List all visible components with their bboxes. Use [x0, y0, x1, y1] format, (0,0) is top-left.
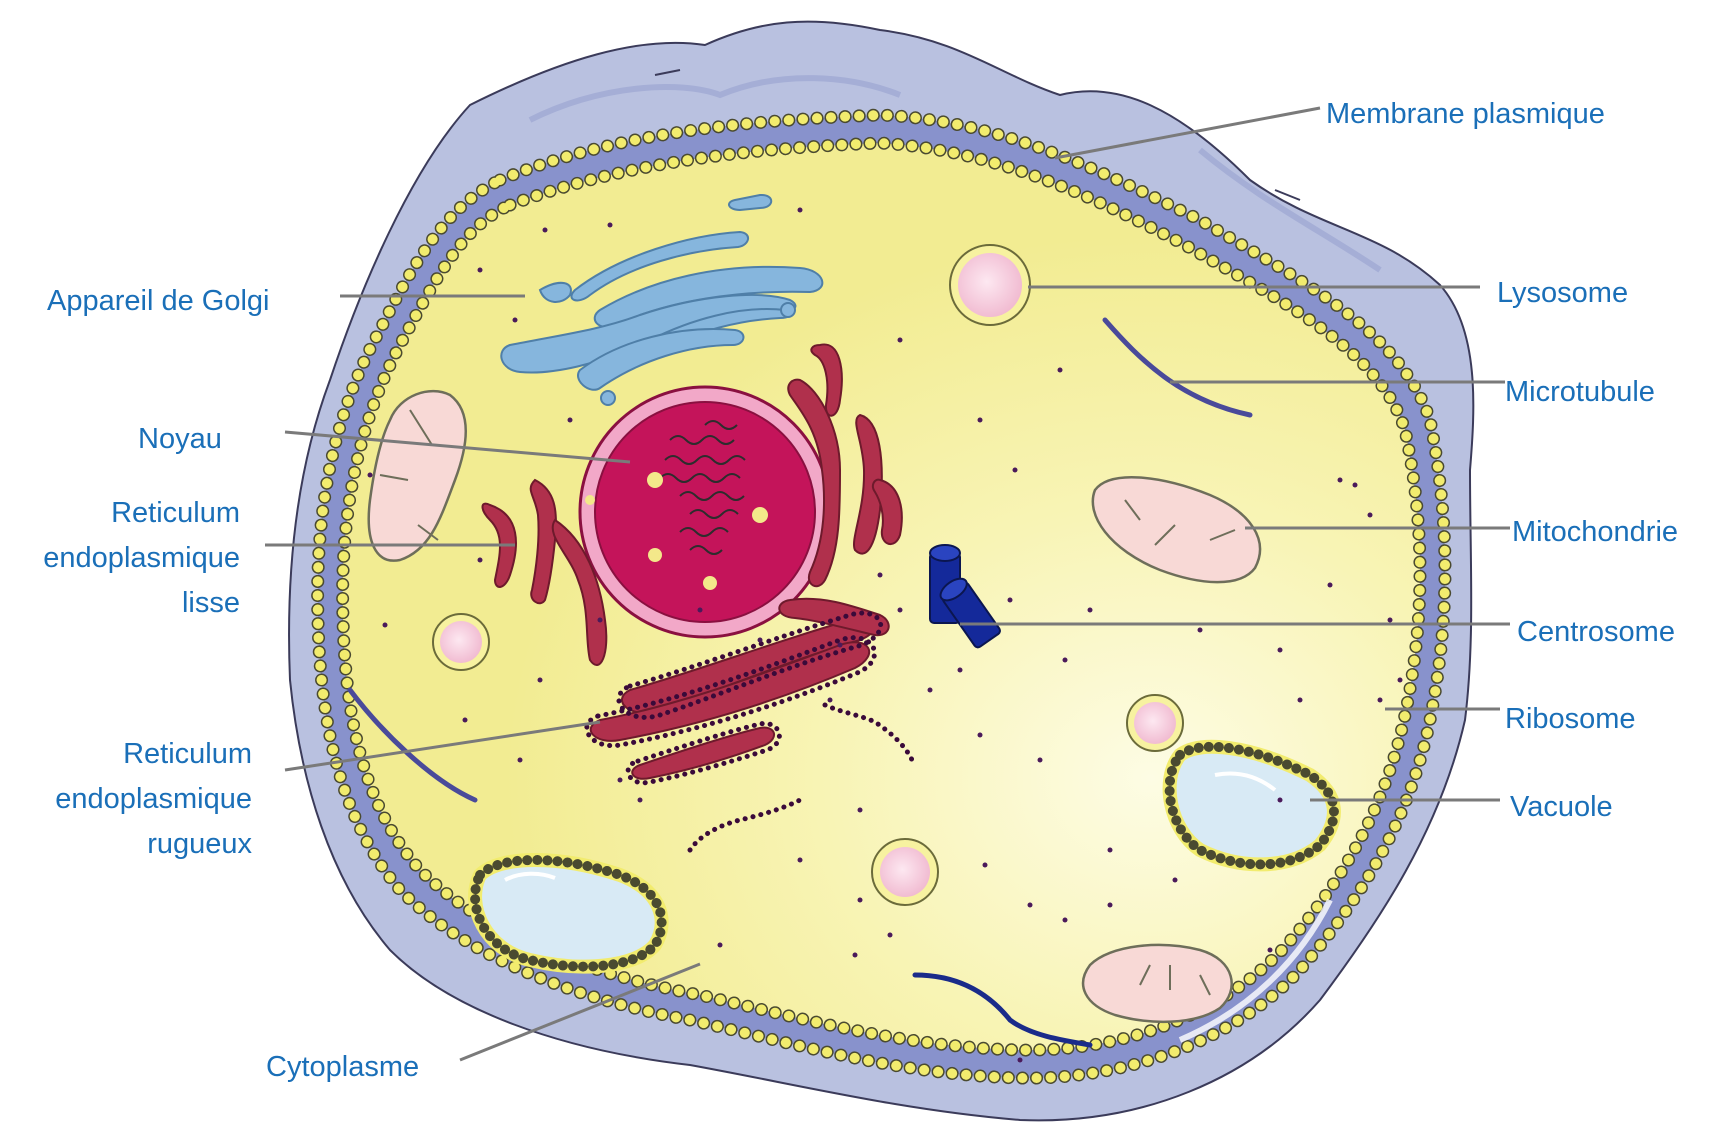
label-reticulum-rugueux-3: rugueux [147, 828, 252, 860]
label-mitochondrie: Mitochondrie [1512, 516, 1678, 548]
label-ribosome: Ribosome [1505, 703, 1636, 735]
label-microtubule: Microtubule [1505, 376, 1655, 408]
label-reticulum-lisse-3: lisse [182, 587, 240, 619]
label-cytoplasme: Cytoplasme [266, 1051, 419, 1083]
label-reticulum-lisse-1: Reticulum [111, 497, 240, 529]
label-appareil-de-golgi: Appareil de Golgi [47, 285, 269, 317]
label-vacuole: Vacuole [1510, 791, 1613, 823]
label-reticulum-rugueux-1: Reticulum [123, 738, 252, 770]
label-membrane-plasmique: Membrane plasmique [1326, 98, 1605, 130]
label-reticulum-rugueux-2: endoplasmique [55, 783, 252, 815]
label-lysosome: Lysosome [1497, 277, 1628, 309]
label-centrosome: Centrosome [1517, 616, 1675, 648]
label-reticulum-lisse-2: endoplasmique [43, 542, 240, 574]
label-noyau: Noyau [138, 423, 222, 455]
